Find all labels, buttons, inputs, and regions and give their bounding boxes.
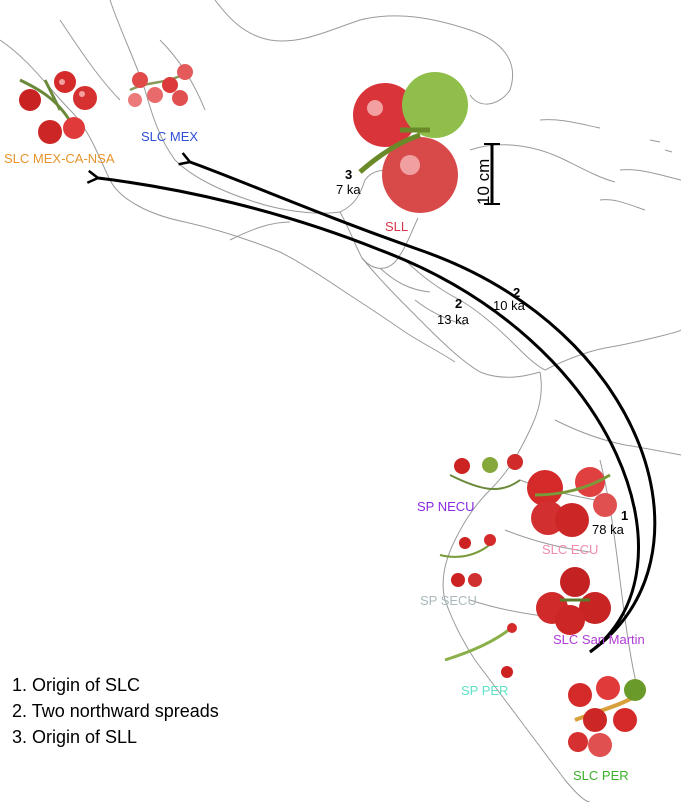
label-slc-per: SLC PER xyxy=(573,768,629,783)
slc-per-fruit-icon xyxy=(568,676,647,757)
slc-mex-ca-nsa-fruit-icon xyxy=(19,71,97,144)
legend: 1. Origin of SLC 2. Two northward spread… xyxy=(12,672,219,750)
label-slc-mex: SLC MEX xyxy=(141,129,199,144)
event-2a-number: 2 xyxy=(455,296,463,311)
legend-item-3: 3. Origin of SLL xyxy=(12,727,138,747)
label-slc-san-martin: SLC San Martin xyxy=(553,632,645,647)
event-2b-number: 2 xyxy=(513,285,521,300)
sp-secu-fruit-icon xyxy=(439,534,496,587)
event-3-number: 3 xyxy=(345,167,353,182)
legend-item-1: 1. Origin of SLC xyxy=(12,675,141,695)
slc-ecu-fruit-icon xyxy=(527,467,617,537)
slc-mex-fruit-icon xyxy=(128,64,193,107)
event-1-age: 78 ka xyxy=(592,522,624,537)
event-1-number: 1 xyxy=(621,508,629,523)
spread-arrow-to-slc-mex-ca-nsa xyxy=(98,178,640,654)
slc-san-martin-fruit-icon xyxy=(536,567,611,635)
spread-arrow-to-slc-mex xyxy=(190,162,657,654)
event-2a-age: 13 ka xyxy=(437,312,469,327)
sp-per-fruit-icon xyxy=(444,623,517,678)
sp-necu-fruit-icon xyxy=(449,454,523,491)
label-sp-necu: SP NECU xyxy=(417,499,475,514)
label-sp-per: SP PER xyxy=(461,683,509,698)
sll-fruit-icon xyxy=(353,72,468,213)
scale-bar-label: 10 cm xyxy=(474,158,493,205)
label-sp-secu: SP SECU xyxy=(420,593,477,608)
scale-bar xyxy=(484,143,500,205)
legend-item-2: 2. Two northward spreads xyxy=(12,701,219,721)
label-slc-mex-ca-nsa: SLC MEX-CA-NSA xyxy=(4,151,115,166)
event-2b-age: 10 ka xyxy=(493,298,525,313)
event-3-age: 7 ka xyxy=(336,182,361,197)
label-sll: SLL xyxy=(385,219,409,234)
label-slc-ecu: SLC ECU xyxy=(542,542,599,557)
